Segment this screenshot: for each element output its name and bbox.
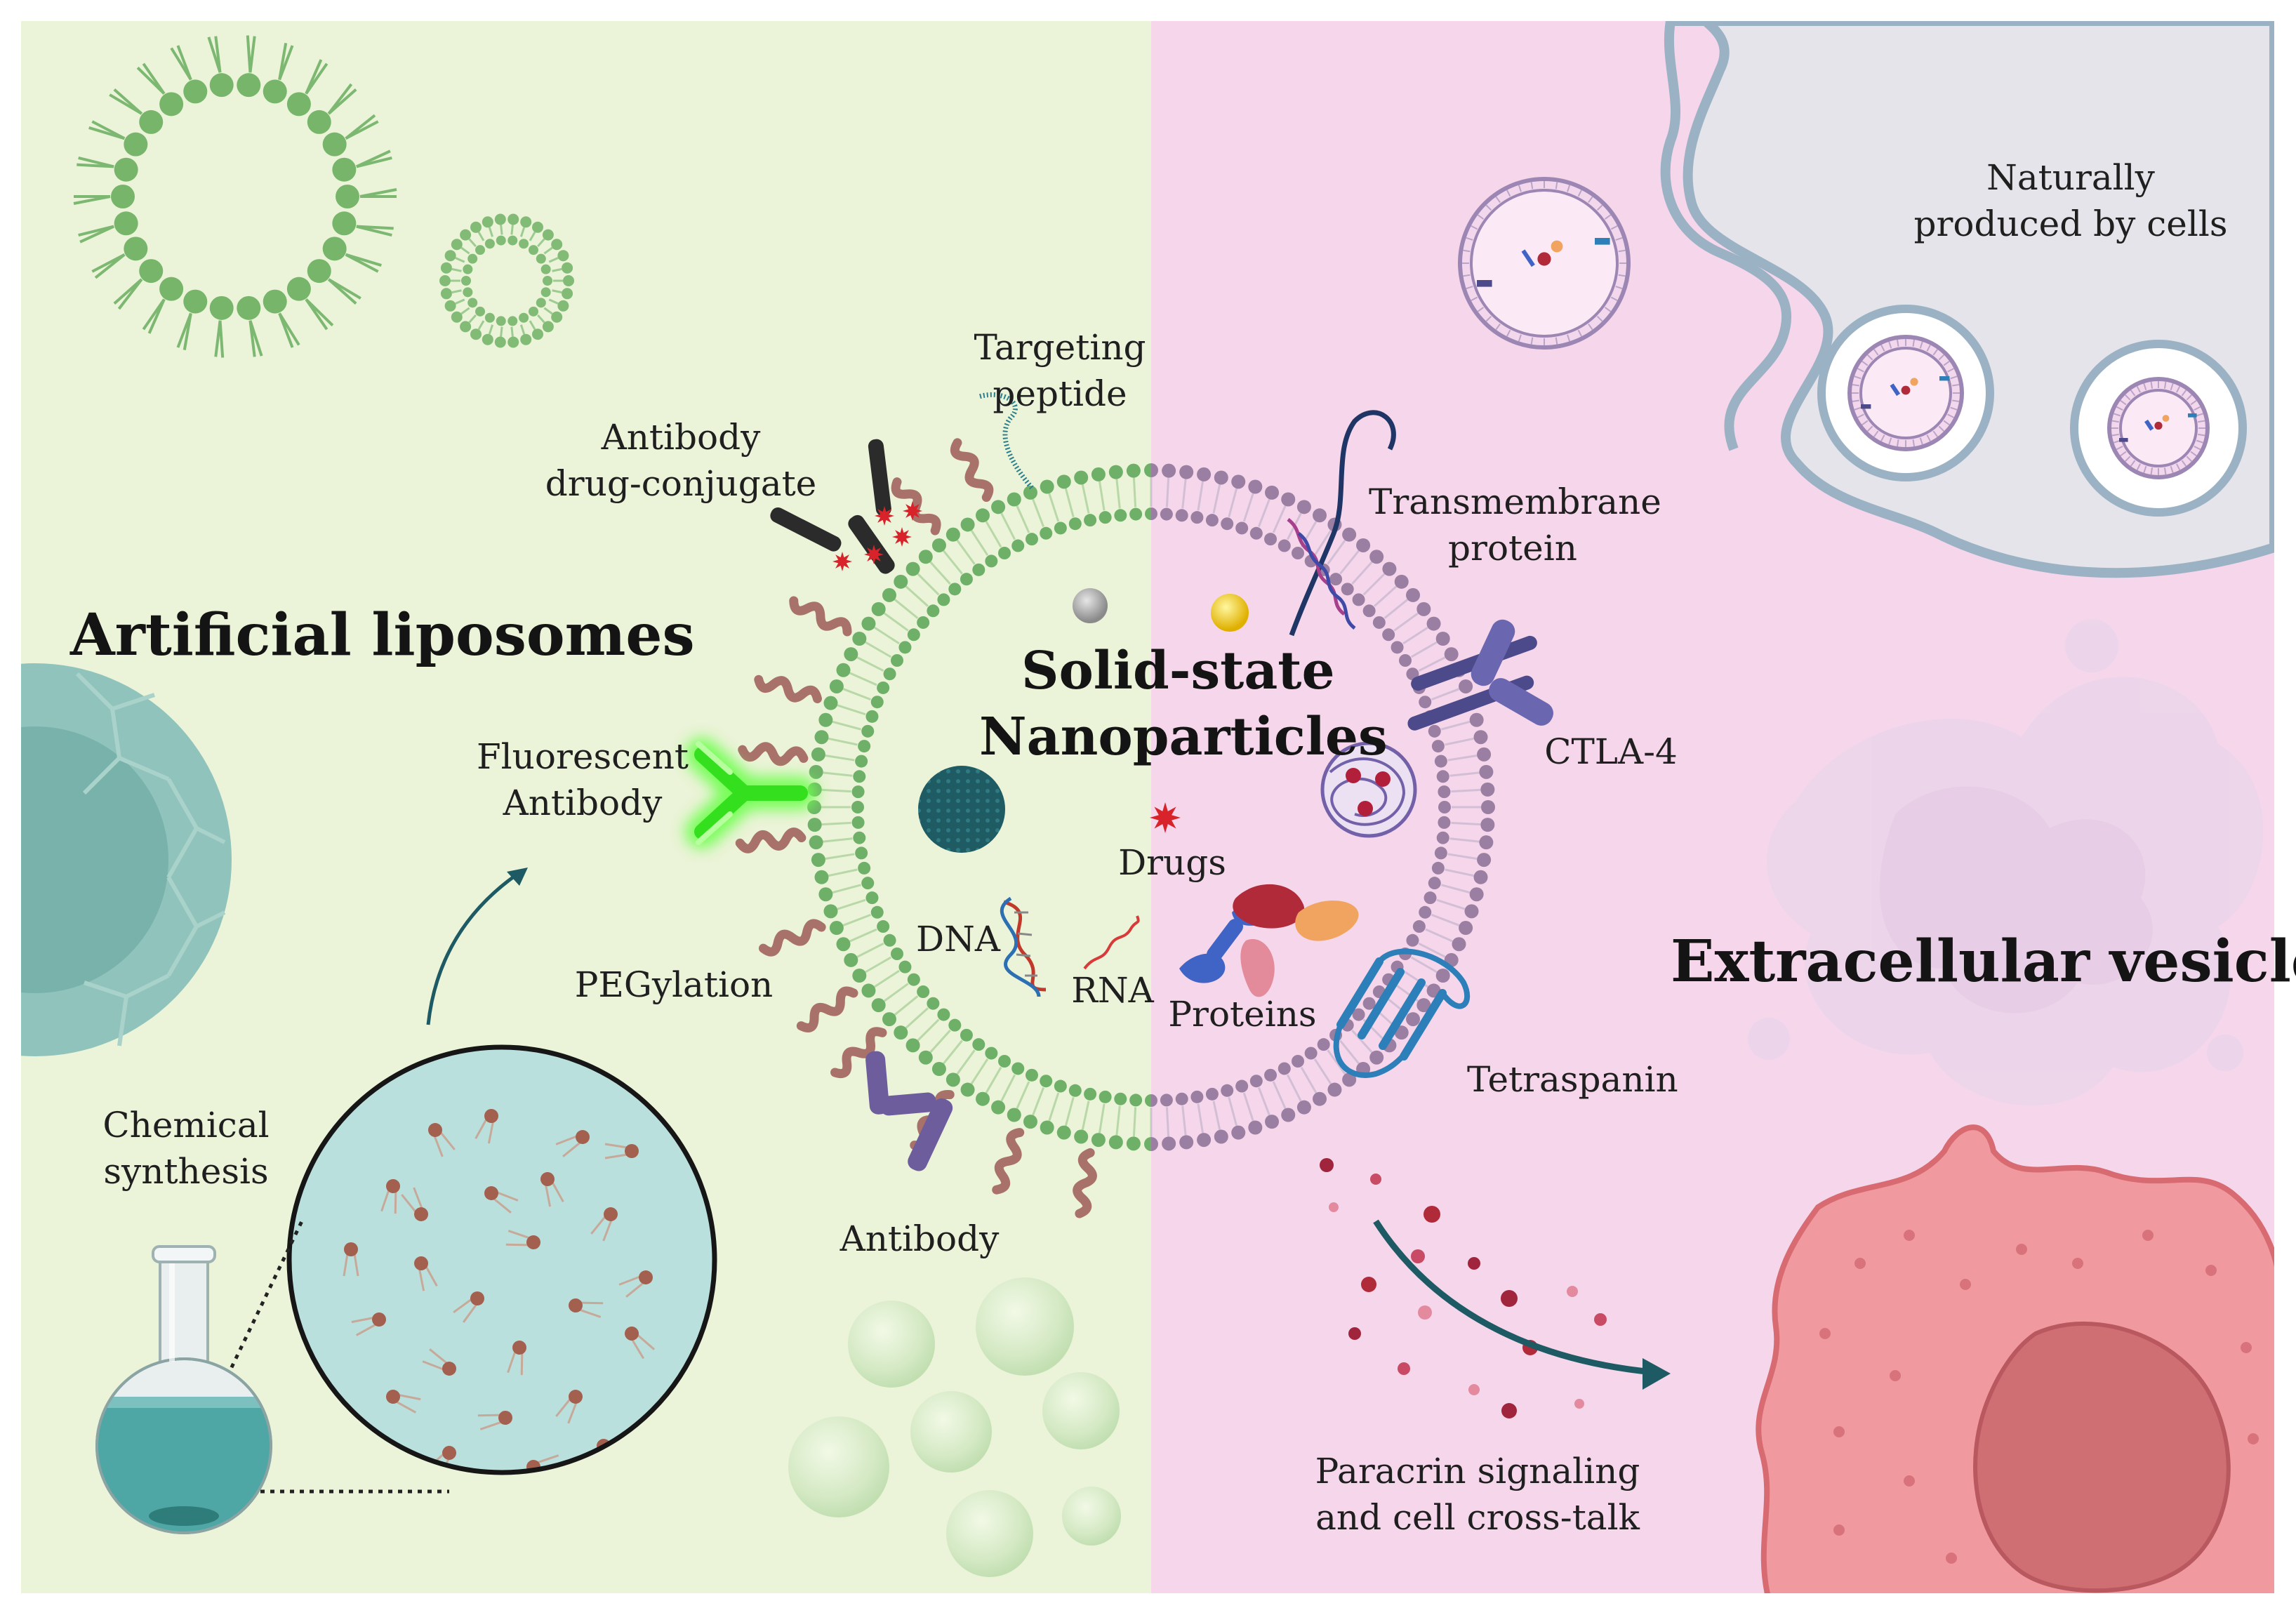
metal-nanoparticle-icon bbox=[1073, 588, 1108, 623]
ctla4-receptor-icon bbox=[1407, 619, 1553, 731]
liposome-ring-icon bbox=[73, 35, 397, 358]
center-heading-line2: Nanoparticles bbox=[979, 707, 1388, 767]
paracrine-particles bbox=[1320, 1158, 1607, 1418]
small-vesicle-icon bbox=[2107, 377, 2210, 479]
lipid-bilayer-left bbox=[807, 463, 1151, 1151]
naturally-produced-label: Naturally produced by cells bbox=[1895, 154, 2246, 247]
bubble-icon bbox=[788, 1277, 1121, 1577]
chemical-synthesis-label-line2: synthesis bbox=[103, 1151, 269, 1192]
drug-star-icon bbox=[1150, 802, 1181, 833]
silica-nanoparticle-icon bbox=[918, 766, 1005, 853]
adc-label-line2: drug-conjugate bbox=[545, 463, 817, 504]
tetraspanin-label: Tetraspanin bbox=[1467, 1059, 1678, 1100]
antibody-icon bbox=[865, 1051, 953, 1171]
adc-label-line1: Antibody bbox=[601, 417, 761, 458]
antibody-icon bbox=[770, 439, 895, 574]
fluorescent-antibody-label: Fluorescent Antibody bbox=[463, 733, 702, 826]
tetraspanin-icon bbox=[1333, 948, 1471, 1078]
arrow-icon bbox=[507, 868, 528, 886]
targeting-peptide-label-line2: peptide bbox=[993, 373, 1127, 414]
right-panel-heading: Extracellular vesicles bbox=[1671, 928, 2296, 995]
fluorescent-antibody-label-line1: Fluorescent bbox=[476, 736, 689, 777]
fluorescent-antibody-icon bbox=[685, 738, 817, 849]
drug-star-icon bbox=[832, 501, 922, 571]
paracrine-label: Paracrin signaling and cell cross-talk bbox=[1285, 1448, 1671, 1541]
proteins-label: Proteins bbox=[1168, 994, 1317, 1035]
fluorescent-antibody-label-line2: Antibody bbox=[503, 783, 663, 823]
nanoparticle-core-left bbox=[867, 523, 1151, 1091]
lipid-bilayer-right bbox=[1151, 463, 1495, 1151]
naturally-produced-label-line1: Naturally bbox=[1986, 157, 2155, 198]
dna-label: DNA bbox=[916, 919, 1000, 959]
pegylation-label: PEGylation bbox=[574, 964, 774, 1005]
transmembrane-protein-label: Transmembrane protein bbox=[1369, 479, 1661, 571]
target-cell-icon bbox=[1756, 1124, 2274, 1593]
targeting-peptide-label-line1: Targeting bbox=[974, 327, 1146, 368]
small-vesicle-icon bbox=[439, 213, 574, 348]
center-heading-line1: Solid-state bbox=[1021, 641, 1335, 701]
paracrine-arrow bbox=[1373, 1219, 1654, 1376]
transmembrane-protein-label-line2: protein bbox=[1448, 528, 1577, 569]
dna-helix-icon bbox=[1000, 896, 1047, 997]
flask-icon bbox=[95, 1245, 272, 1534]
small-vesicle-icon bbox=[1458, 177, 1631, 350]
paracrine-label-line1: Paracrin signaling bbox=[1315, 1451, 1640, 1491]
transmembrane-protein-label-line1: Transmembrane bbox=[1369, 481, 1661, 522]
small-vesicle-icon bbox=[1847, 335, 1964, 451]
gold-nanoparticle-icon bbox=[1211, 594, 1249, 632]
chemical-synthesis-label: Chemical synthesis bbox=[81, 1102, 291, 1195]
rna-strand-icon bbox=[1083, 915, 1140, 970]
cell-fragment-icon bbox=[21, 663, 232, 1056]
targeting-peptide-label: Targeting peptide bbox=[955, 324, 1165, 417]
chemical-synthesis-label-line1: Chemical bbox=[102, 1105, 270, 1145]
arrow-icon bbox=[1643, 1358, 1671, 1390]
faint-cell-background bbox=[1748, 619, 2264, 1106]
left-panel-heading: Artificial liposomes bbox=[70, 602, 695, 669]
transmembrane-protein-icon bbox=[1287, 410, 1396, 637]
adc-label: Antibody drug-conjugate bbox=[533, 414, 828, 507]
protein-blob-icon bbox=[1179, 884, 1359, 997]
paracrine-label-line2: and cell cross-talk bbox=[1315, 1497, 1640, 1538]
drugs-label: Drugs bbox=[1118, 842, 1226, 883]
synthesis-arrow bbox=[426, 868, 524, 1025]
rna-label: RNA bbox=[1071, 970, 1154, 1011]
antibody-label: Antibody bbox=[840, 1218, 1000, 1259]
nanogel-icon bbox=[1320, 741, 1417, 838]
ctla4-label: CTLA-4 bbox=[1544, 731, 1678, 772]
naturally-produced-label-line2: produced by cells bbox=[1913, 204, 2228, 244]
magnified-lipids-icon bbox=[286, 1044, 717, 1475]
